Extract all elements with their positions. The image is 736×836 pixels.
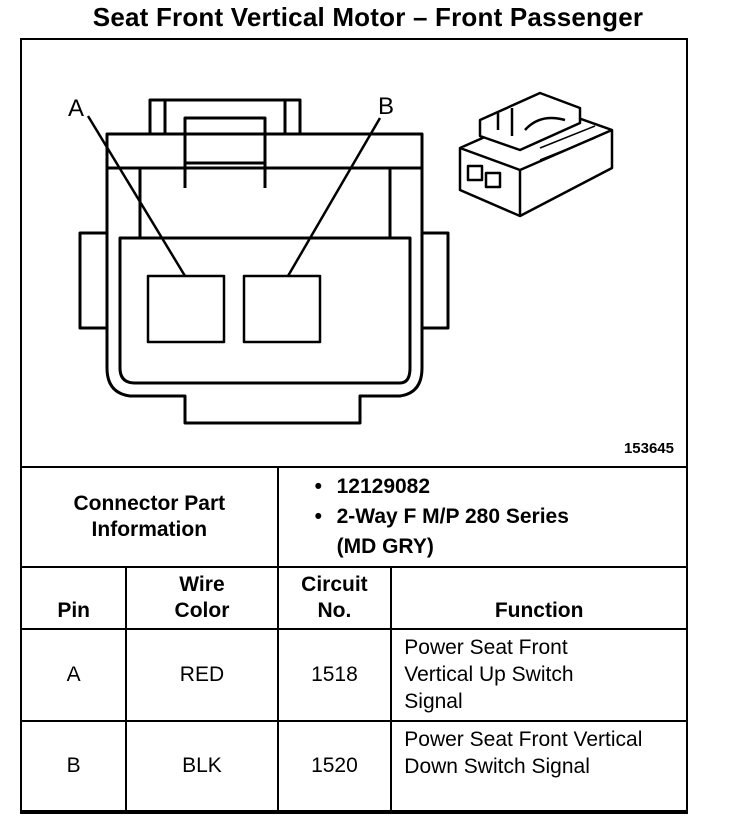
cell-wire-color: BLK <box>125 720 279 812</box>
cell-function: Power Seat Front Vertical Up Switch Sign… <box>390 628 688 722</box>
pin-label-b: B <box>378 93 394 120</box>
cell-circuit: 1518 <box>276 628 393 722</box>
header-pin: Pin <box>19 566 128 630</box>
cell-wire-color: RED <box>125 628 279 722</box>
figure-id: 153645 <box>623 440 674 457</box>
table-header-row: Pin Wire Color Circuit No. Function <box>19 566 688 630</box>
connector-figure: A B <box>68 91 614 425</box>
connector-part-label: Connector Part Information <box>20 466 279 568</box>
cell-circuit: 1520 <box>276 720 393 812</box>
header-wire-color: Wire Color <box>125 566 279 630</box>
connector-part-item: •2-Way F M/P 280 Series (MD GRY) <box>314 505 569 558</box>
diagram-frame <box>20 38 688 814</box>
connector-left-tab <box>78 231 107 330</box>
cell-pin: B <box>19 720 128 812</box>
table-row: A RED 1518 Power Seat Front Vertical Up … <box>19 628 688 722</box>
connector-part-values: •12129082 •2-Way F M/P 280 Series (MD GR… <box>276 466 689 568</box>
cavity-a <box>146 274 226 344</box>
pin-label-a: A <box>68 95 84 122</box>
connector-right-tab <box>422 231 450 330</box>
connector-info-table: Connector Part Information •12129082 •2-… <box>19 466 689 812</box>
cavity-b <box>242 274 322 344</box>
table-row: B BLK 1520 Power Seat Front Vertical Dow… <box>19 720 688 812</box>
cell-pin: A <box>19 628 128 722</box>
header-circuit: Circuit No. <box>276 566 393 630</box>
connector-part-row: Connector Part Information •12129082 •2-… <box>20 466 689 568</box>
connector-part-item: •12129082 <box>314 475 431 498</box>
leader-b <box>286 117 382 277</box>
page-title: Seat Front Vertical Motor – Front Passen… <box>92 2 644 32</box>
leader-a <box>86 115 187 277</box>
cell-function: Power Seat Front Vertical Down Switch Si… <box>390 720 688 812</box>
connector-face-outline <box>105 132 424 425</box>
connector-latch <box>148 98 302 134</box>
header-function: Function <box>390 566 688 630</box>
connector-isometric-view <box>458 91 614 218</box>
